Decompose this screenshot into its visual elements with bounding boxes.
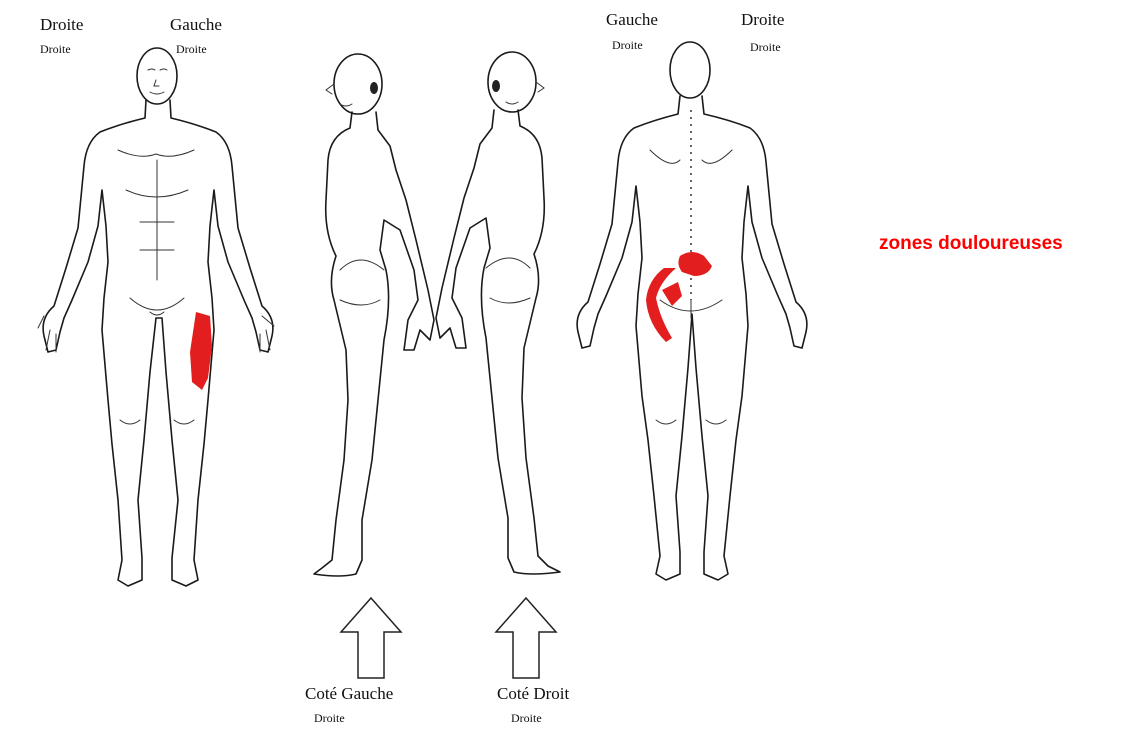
- pain-zone-back-lower-right: [678, 252, 712, 276]
- arrow-up-cote-gauche: [341, 598, 401, 678]
- front-figure: [38, 48, 274, 586]
- side-right-figure: [436, 52, 560, 574]
- arrow-up-cote-droit: [496, 598, 556, 678]
- pain-zone-back-buttock-left: [646, 268, 682, 342]
- front-head: [137, 48, 177, 104]
- side-left-figure: [314, 54, 434, 576]
- pain-zone-front-thigh: [190, 312, 212, 390]
- front-body-outline: [43, 100, 273, 586]
- back-figure: [577, 42, 807, 580]
